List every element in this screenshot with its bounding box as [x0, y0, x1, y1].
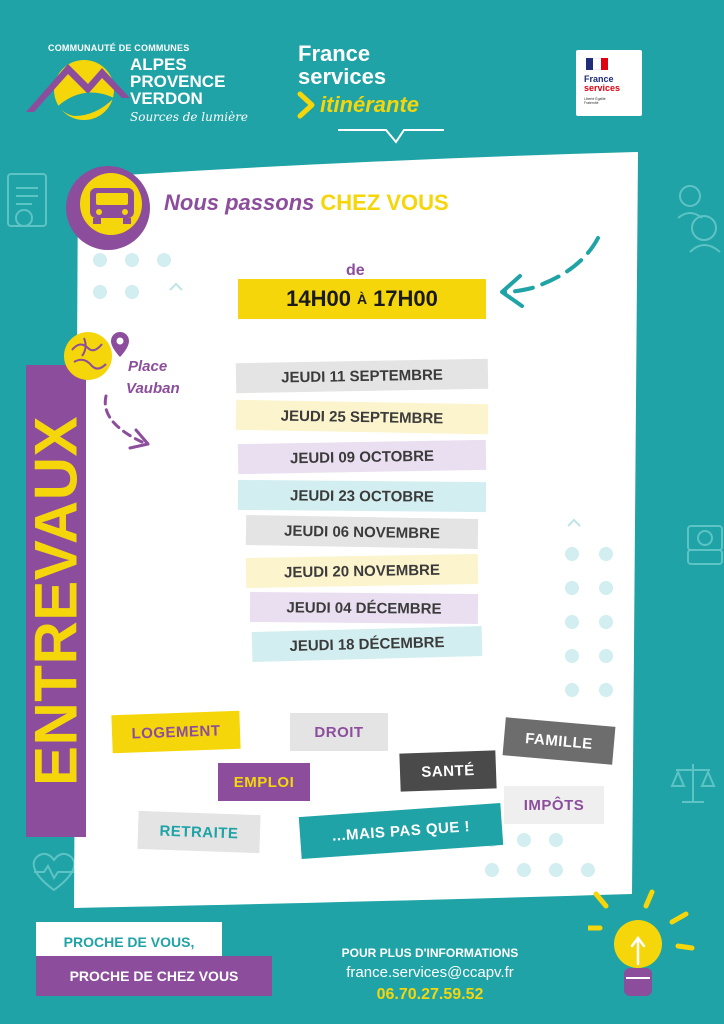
date-item: JEUDI 09 OCTOBRE: [237, 439, 487, 475]
speech-tail-icon: [338, 129, 444, 144]
scale-icon: [670, 764, 716, 803]
map-pin-icon: [64, 332, 129, 380]
ccapv-name: ALPES PROVENCE VERDON: [130, 55, 226, 108]
date-item: JEUDI 11 SEPTEMBRE: [235, 358, 489, 394]
slogan-line-1: PROCHE DE VOUS,: [36, 922, 222, 962]
date-item: JEUDI 04 DÉCEMBRE: [249, 592, 479, 624]
dashed-arrow-icon: [103, 394, 150, 450]
chevron-right-icon: [297, 91, 315, 119]
family-icon: [677, 185, 721, 253]
ccapv-tagline: Sources de lumière: [130, 110, 249, 124]
slogan-line-2: PROCHE DE CHEZ VOUS: [36, 956, 272, 996]
date-item: JEUDI 18 DÉCEMBRE: [251, 625, 483, 663]
service-tag-sante: SANTÉ: [399, 750, 497, 792]
service-tag-logement: LOGEMENT: [111, 710, 241, 754]
place-label: Place Vauban: [126, 358, 180, 397]
date-item: JEUDI 25 SEPTEMBRE: [235, 399, 489, 435]
service-tag-droit: DROIT: [290, 713, 388, 751]
document-icon: [7, 173, 47, 227]
ccapv-logo-icon: [26, 60, 130, 120]
republique-francaise-logo: France services Liberté Égalité Fraterni…: [576, 50, 642, 116]
arrow-left-icon: [500, 236, 600, 308]
service-tag-emploi: EMPLOI: [218, 763, 310, 801]
hours-banner: 14H00 À 17H00: [238, 279, 486, 319]
france-services-itinerante: itinérante: [320, 92, 420, 117]
truck-icon: [90, 188, 134, 224]
hours-prefix: de: [346, 262, 365, 279]
contact-phone[interactable]: 06.70.27.59.52: [376, 986, 484, 1003]
contact-email[interactable]: france.services@ccapv.fr: [346, 964, 514, 981]
french-flag-icon: [586, 58, 608, 70]
city-name: ENTREVAUX: [22, 415, 90, 787]
lightbulb-icon: [588, 889, 695, 996]
service-tag-retraite: RETRAITE: [137, 810, 261, 854]
date-item: JEUDI 06 NOVEMBRE: [245, 514, 479, 550]
heart-icon: [32, 852, 76, 892]
euro-icon: [687, 525, 723, 565]
date-item: JEUDI 23 OCTOBRE: [237, 479, 487, 513]
service-tag-impots: IMPÔTS: [504, 786, 604, 824]
ccapv-supertitle: COMMUNAUTÉ DE COMMUNES: [48, 43, 190, 53]
france-services-title: France services: [298, 41, 387, 89]
city-banner: [26, 365, 86, 837]
date-item: JEUDI 20 NOVEMBRE: [245, 553, 479, 589]
lead-highlight: CHEZ VOUS: [320, 190, 449, 215]
info-heading: POUR PLUS D'INFORMATIONS: [341, 946, 519, 960]
